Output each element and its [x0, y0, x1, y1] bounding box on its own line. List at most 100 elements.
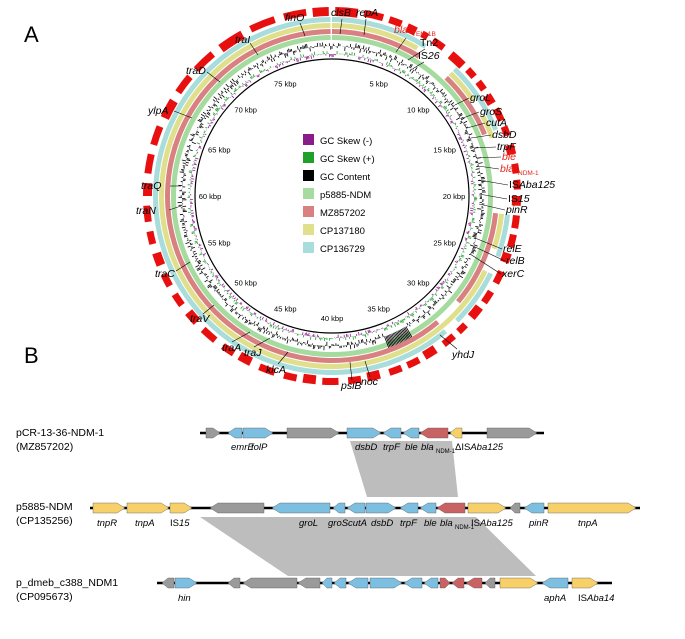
track-3-acc: (CP095673): [16, 591, 73, 603]
track-3-gene-labels: hin aphA ISAba14: [178, 593, 614, 604]
gene-arrow: [242, 577, 298, 589]
blast-ring-1-segment: [332, 23, 419, 51]
blast-ring-2-segment: [456, 212, 499, 304]
gene-label-traN: traN: [136, 205, 156, 217]
gene-arrow: [523, 502, 545, 514]
gene-arrow: [486, 427, 538, 439]
gene-block: [143, 182, 153, 196]
t2-label-ble: ble: [424, 518, 437, 529]
gene-arrow: [174, 577, 198, 589]
legend-swatch: [303, 152, 314, 163]
gene-arrow: [126, 502, 170, 514]
gene-block: [160, 98, 178, 120]
track-1-acc: (MZ857202): [16, 441, 73, 453]
gene-arrow: [403, 577, 423, 589]
gene-block: [388, 16, 403, 28]
gene-arrow: [547, 502, 637, 514]
gene-label-repA: repA: [356, 7, 378, 19]
t2-label-cutA: cutA: [348, 518, 367, 529]
gene-arrow: [346, 427, 382, 439]
gene-arrow: [346, 502, 366, 514]
t1-label-folP: folP: [251, 442, 268, 453]
gene-arrow: [227, 577, 241, 589]
kbp-tick-label: 35 kbp: [367, 305, 390, 314]
gene-arrow: [484, 577, 496, 589]
t2-label-tnpR: tnpR: [97, 518, 117, 529]
gene-labels-circle: finO clsB repA bla TEM-1B Tn2 IS26 groL …: [136, 7, 555, 392]
panel-label-b: B: [24, 343, 39, 368]
gene-arrow: [321, 577, 333, 589]
gene-block: [283, 371, 298, 382]
gene-arrow: [541, 577, 569, 589]
track-2-gene-labels: tnpR tnpA IS15 groL groS cutA dsbD trpF …: [97, 518, 598, 531]
gene-label-relE: relE: [503, 243, 523, 255]
legend-label: GC Skew (+): [320, 154, 375, 165]
gene-label-psiB: psiB: [340, 380, 361, 392]
t2-label-trpF: trpF: [400, 518, 418, 529]
gene-arrow: [571, 577, 599, 589]
gene-block: [146, 230, 157, 245]
t2-label-tnpA2: tnpA: [578, 518, 598, 529]
gene-arrow: [169, 502, 193, 514]
gene-block: [218, 30, 245, 53]
t1-label-ble: ble: [405, 442, 418, 453]
gene-block: [500, 125, 511, 137]
legend: GC Skew (-)GC Skew (+)GC Contentp5885-ND…: [303, 134, 375, 255]
gene-arrow: [365, 502, 397, 514]
gene-block: [171, 292, 185, 308]
kbp-tick-label: 15 kbp: [433, 145, 456, 154]
gene-arrow: [436, 502, 466, 514]
gene-block: [422, 345, 438, 360]
legend-label: p5885-NDM: [320, 190, 371, 201]
gene-block: [185, 309, 201, 325]
backbone-circle: [194, 58, 470, 334]
kbp-tick-label: 65 kbp: [208, 145, 231, 154]
gene-arrow: [271, 502, 331, 514]
kbp-tick-label: 75 kbp: [274, 79, 297, 88]
gene-block: [506, 233, 517, 249]
gene-block: [511, 215, 520, 229]
blast-ring-2-segment: [332, 29, 421, 59]
gene-block: [347, 375, 362, 385]
gene-block: [312, 7, 329, 17]
gene-arrow: [449, 427, 463, 439]
t3-label-aphA: aphA: [544, 593, 566, 604]
gene-block: [513, 179, 521, 190]
kbp-tick-label: 60 kbp: [199, 192, 222, 201]
t2-label-pinR: pinR: [528, 518, 549, 529]
gene-arrow: [423, 577, 439, 589]
gene-label-xerC: xerC: [501, 268, 525, 280]
track-3-name: p_dmeb_c388_NDM1: [16, 577, 118, 589]
gene-arrow: [205, 427, 221, 439]
gene-block: [366, 369, 381, 382]
gene-label-groS: groS: [480, 106, 502, 118]
gene-block: [388, 364, 403, 376]
collinear-block-2-3: [200, 517, 536, 576]
blast-ring-0-segment: [455, 272, 493, 323]
kbp-tick-label: 50 kbp: [234, 278, 257, 287]
gene-label-clsB: clsB: [331, 7, 351, 19]
gene-block: [152, 251, 166, 267]
blast-rings: [152, 17, 511, 376]
gene-arrow: [227, 427, 243, 439]
gene-block: [482, 93, 496, 106]
t2-label-groL: groL: [299, 518, 318, 529]
blast-ring-1-segment: [480, 114, 495, 139]
gene-arrow: [419, 427, 449, 439]
gene-arrow: [382, 427, 402, 439]
gene-block: [322, 377, 339, 385]
gene-arrow: [399, 502, 419, 514]
legend-swatch: [303, 188, 314, 199]
gene-arrow: [451, 577, 465, 589]
gene-label-traC: traC: [155, 268, 175, 280]
gene-label-trpF: trpF: [497, 141, 516, 153]
gene-block: [258, 363, 276, 376]
panel-label-a: A: [24, 22, 39, 47]
t2-label-groS: groS: [328, 518, 349, 529]
gene-block: [175, 74, 193, 95]
gene-block: [237, 351, 254, 366]
gene-block: [456, 322, 468, 335]
blast-ring-1-segment: [491, 213, 505, 250]
gene-arrow: [347, 577, 369, 589]
